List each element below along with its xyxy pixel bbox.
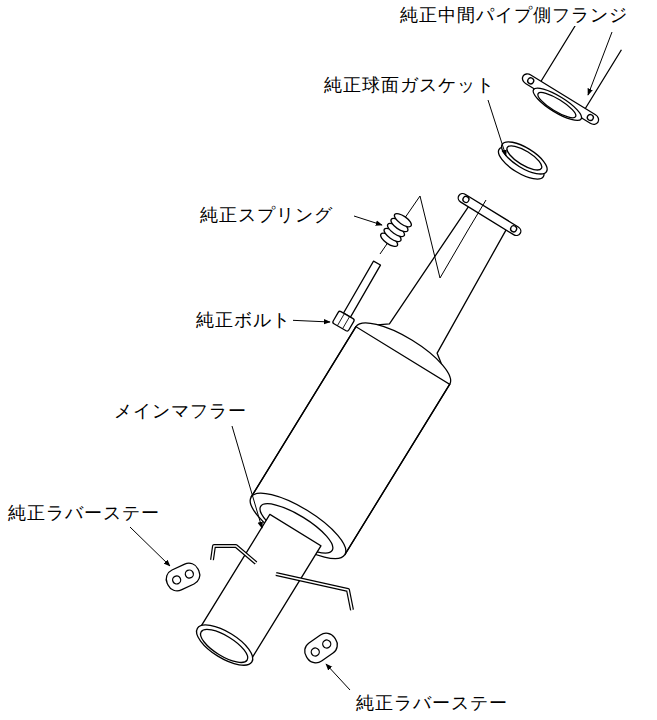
part-label: 純正球面ガスケット	[322, 74, 497, 96]
part-label: 純正中間パイプ側フランジ	[398, 4, 630, 26]
part-label: 純正ラバーステー	[6, 502, 162, 524]
rubber-stay	[301, 629, 341, 667]
part-label: メインマフラー	[112, 400, 249, 422]
bolt	[332, 259, 385, 332]
part-label: 純正ボルト	[194, 309, 293, 331]
part-label: 純正ラバーステー	[354, 692, 510, 714]
spring	[379, 211, 414, 249]
exhaust-assembly	[171, 7, 646, 685]
leader-lines	[130, 32, 612, 690]
part-label: 純正スプリング	[198, 204, 335, 226]
